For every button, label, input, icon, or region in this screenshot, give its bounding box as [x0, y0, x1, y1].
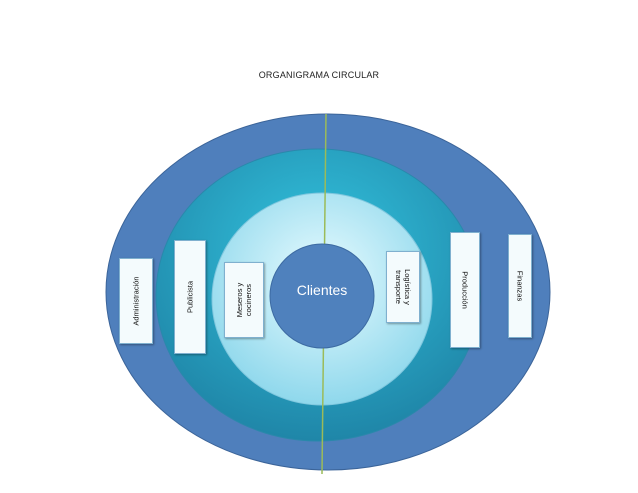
box-logistica-y-transporte: Logística y transporte [386, 251, 420, 323]
box-label-publicista: Publicista [185, 280, 195, 314]
box-finanzas: Finanzas [508, 234, 532, 338]
center-circle [269, 243, 375, 349]
box-label-logistica-y-transporte: Logística y transporte [394, 269, 412, 305]
box-meseros-y-cocineros: Meseros y cocineros [224, 262, 264, 338]
center-label-clientes: Clientes [296, 282, 348, 298]
box-administracion: Administración [119, 258, 153, 344]
diagram-title: ORGANIGRAMA CIRCULAR [258, 70, 380, 80]
box-produccion: Producción [450, 232, 480, 348]
box-label-produccion: Producción [460, 271, 470, 309]
box-publicista: Publicista [174, 240, 206, 354]
box-label-finanzas: Finanzas [515, 270, 525, 302]
box-label-administracion: Administración [131, 276, 141, 326]
box-label-meseros-y-cocineros: Meseros y cocineros [235, 282, 253, 318]
